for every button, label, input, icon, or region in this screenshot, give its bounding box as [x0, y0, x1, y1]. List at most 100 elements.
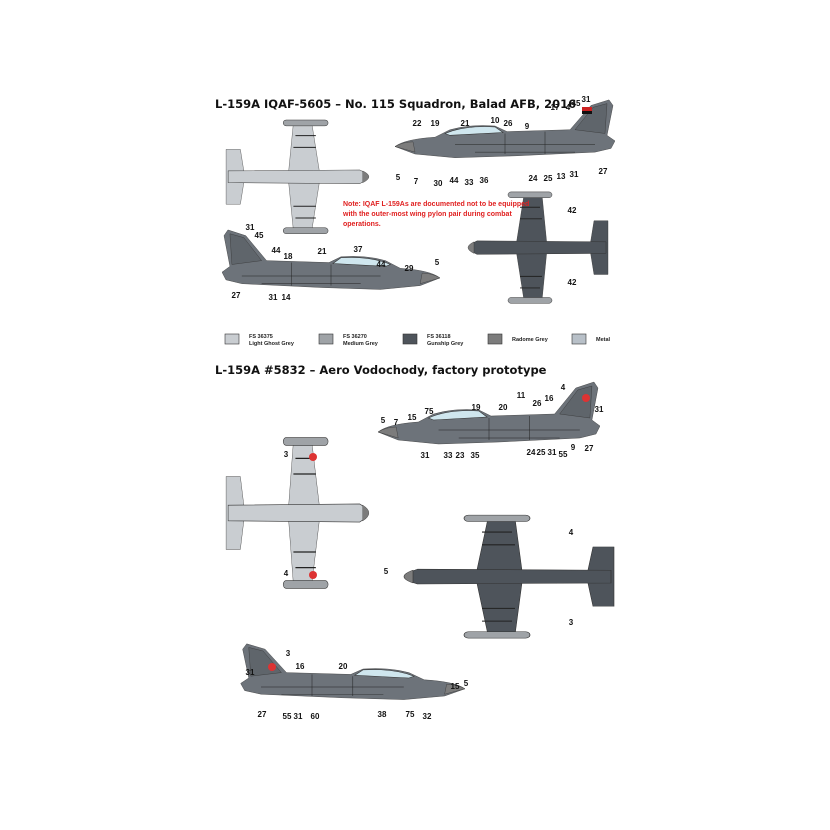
callout-number: 5	[381, 416, 386, 425]
note-line-1: Note: IQAF L-159As are documented not to…	[343, 201, 529, 208]
callout-number: 31	[421, 451, 430, 460]
callout-number: 27	[599, 167, 608, 176]
callout-number: 38	[378, 710, 387, 719]
legend-name: Light Ghost Grey	[249, 341, 295, 347]
profile1-title: L-159A IQAF-5605 – No. 115 Squadron, Bal…	[215, 97, 576, 111]
callout-number: 3	[284, 450, 289, 459]
callout-number: 17	[551, 103, 560, 112]
callout-number: 31	[570, 170, 579, 179]
iraqi-flag-fin-marking	[582, 107, 592, 114]
callout-number: 37	[354, 245, 363, 254]
callout-number: 33	[444, 451, 453, 460]
legend-code: FS 36270	[343, 334, 367, 340]
note-line-2: with the outer-most wing pylon pair duri…	[342, 211, 512, 218]
czech-roundel	[268, 663, 276, 671]
legend-swatch	[487, 333, 503, 345]
callout-number: 60	[311, 712, 320, 721]
callout-number: 27	[258, 710, 267, 719]
callout-number: 21	[461, 119, 470, 128]
callout-number: 3	[569, 618, 574, 627]
callout-number: 27	[232, 291, 241, 300]
czech-roundel	[309, 571, 317, 579]
callout-number: 45	[255, 231, 264, 240]
callout-number: 24	[527, 448, 536, 457]
callout-number: 11	[517, 391, 526, 400]
callout-number: 13	[557, 172, 566, 181]
callout-number: 19	[431, 119, 440, 128]
iraqi-flag-fin-marking-stripe	[582, 111, 592, 114]
callout-number: 30	[434, 179, 443, 188]
callout-number: 3	[286, 649, 291, 658]
czech-roundel	[582, 394, 590, 402]
legend-swatch	[571, 333, 587, 345]
legend-name: Medium Grey	[343, 341, 379, 347]
legend-code: FS 36375	[249, 334, 273, 340]
callout-number: 7	[414, 177, 419, 186]
legend-swatch	[318, 333, 334, 345]
callout-number: 18	[284, 252, 293, 261]
callout-number: 26	[533, 399, 542, 408]
legend-name: Metal	[596, 337, 611, 343]
legend-swatch	[224, 333, 240, 345]
callout-number: 4	[284, 569, 289, 578]
legend-code: FS 36118	[427, 334, 451, 340]
callout-number: 9	[571, 443, 576, 452]
legend-name: Radome Grey	[512, 337, 549, 343]
profile2-title: L-159A #5832 – Aero Vodochody, factory p…	[215, 363, 547, 377]
callout-number: 16	[545, 394, 554, 403]
callout-number: 5	[396, 173, 401, 182]
callout-number: 31	[582, 95, 591, 104]
czech-roundel	[309, 453, 317, 461]
callout-number: 31	[246, 223, 255, 232]
callout-number: 26	[504, 119, 513, 128]
callout-number: 5	[435, 258, 440, 267]
callout-number: 20	[339, 662, 348, 671]
callout-number: 29	[405, 264, 414, 273]
callout-number: 24	[529, 174, 538, 183]
callout-number: 25	[544, 174, 553, 183]
callout-number: 27	[585, 444, 594, 453]
callout-number: 4	[561, 383, 566, 392]
legend-swatch	[402, 333, 418, 345]
legend-name: Gunship Grey	[427, 341, 464, 347]
callout-number: 55	[559, 450, 568, 459]
callout-number: 35	[471, 451, 480, 460]
callout-number: 45	[572, 99, 581, 108]
callout-number: 15	[451, 682, 460, 691]
aircraft-bottom-view-2	[403, 514, 615, 639]
callout-number: 31	[595, 405, 604, 414]
callout-number: 9	[525, 122, 530, 131]
callout-number: 36	[480, 176, 489, 185]
callout-number: 7	[394, 418, 399, 427]
callout-number: 20	[499, 403, 508, 412]
callout-number: 14	[282, 293, 291, 302]
callout-number: 31	[548, 448, 557, 457]
aircraft-side-view-left-2	[240, 643, 465, 701]
note-line-3: operations.	[343, 221, 381, 228]
callout-number: 5	[384, 567, 389, 576]
aircraft-top-view-2	[225, 436, 370, 590]
callout-number: 4	[569, 528, 574, 537]
callout-number: 31	[294, 712, 303, 721]
callout-number: 42	[568, 278, 577, 287]
callout-number: 21	[318, 247, 327, 256]
callout-number: 42	[568, 206, 577, 215]
callout-number: 31	[269, 293, 278, 302]
callout-number: 32	[423, 712, 432, 721]
aircraft-bottom-view-1	[467, 191, 609, 304]
callout-number: 44	[450, 176, 459, 185]
callout-number: 5	[464, 679, 469, 688]
callout-number: 55	[283, 712, 292, 721]
callout-number: 75	[425, 407, 434, 416]
callout-number: 4	[566, 103, 571, 112]
callout-number: 10	[491, 116, 500, 125]
callout-number: 44	[377, 260, 386, 269]
callout-number: 16	[296, 662, 305, 671]
callout-number: 15	[408, 413, 417, 422]
callout-number: 19	[472, 403, 481, 412]
callout-number: 31	[246, 668, 255, 677]
callout-number: 75	[406, 710, 415, 719]
